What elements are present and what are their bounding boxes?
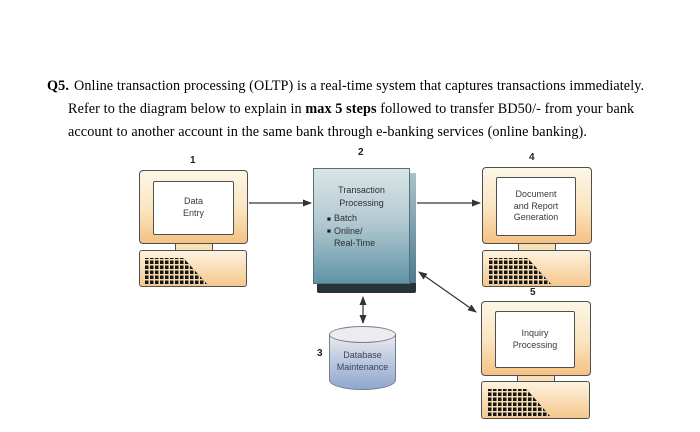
transaction-processing-box: Transaction Processing ■ Batch ■ Online/…	[313, 168, 410, 284]
keyboard	[481, 381, 590, 419]
question-line-2-post: followed to transfer BD50/- from your ba…	[376, 101, 635, 117]
question-line-1-text: Online transaction processing (OLTP) is …	[73, 78, 645, 94]
process-box-title: Transaction Processing	[338, 185, 385, 208]
keyboard-keys-icon	[145, 258, 207, 284]
question-line-2: Refer to the diagram below to explain in…	[68, 101, 634, 118]
square-bullet-icon: ■	[327, 215, 331, 223]
keyboard	[482, 250, 591, 287]
square-bullet-icon: ■	[327, 228, 331, 236]
monitor: Document and Report Generation	[482, 167, 592, 244]
step-label-3: 3	[317, 348, 323, 359]
computer-data-entry: Data Entry	[139, 168, 249, 288]
keyboard-keys-icon	[488, 389, 550, 416]
bullet-item-label: Online/ Real-Time	[333, 225, 376, 249]
step-label-1: 1	[190, 155, 196, 166]
question-number: Q5.	[47, 78, 69, 94]
monitor: Data Entry	[139, 170, 248, 244]
bullet-item-batch: ■ Batch	[327, 212, 375, 225]
process-box-bullets: ■ Batch ■ Online/ Real-Time	[327, 212, 375, 250]
process-box-shadow-bottom	[317, 283, 416, 293]
screen: Document and Report Generation	[496, 177, 576, 236]
keyboard-keys-icon	[489, 258, 551, 284]
arrow-processing-inquiry-bidirectional	[418, 271, 477, 313]
question-line-2-bold: max 5 steps	[305, 101, 377, 117]
screen-label: Inquiry Processing	[512, 327, 558, 350]
step-label-5: 5	[530, 287, 536, 298]
screen-label: Data Entry	[182, 196, 204, 218]
bullet-item-label: Batch	[333, 213, 357, 223]
cylinder-top-ellipse	[329, 326, 396, 343]
step-label-4: 4	[529, 152, 535, 163]
question-line-1: Q5.Online transaction processing (OLTP) …	[47, 78, 644, 95]
question-line-2-pre: Refer to the diagram below to explain in	[68, 101, 306, 117]
cylinder-body	[329, 334, 396, 390]
keyboard	[139, 250, 247, 287]
monitor: Inquiry Processing	[481, 301, 591, 376]
database-label: Database Maintenance	[336, 350, 389, 373]
screen: Inquiry Processing	[495, 311, 575, 368]
process-box-shadow-right	[409, 173, 416, 284]
question-line-3: account to another account in the same b…	[68, 124, 587, 140]
computer-document-report: Document and Report Generation	[482, 167, 593, 287]
bullet-item-online: ■ Online/ Real-Time	[327, 225, 375, 250]
screen: Data Entry	[153, 181, 234, 235]
step-label-2: 2	[358, 147, 364, 158]
screen-label: Document and Report Generation	[513, 188, 559, 223]
database-cylinder: Database Maintenance	[329, 326, 396, 390]
computer-inquiry-processing: Inquiry Processing	[481, 301, 592, 421]
